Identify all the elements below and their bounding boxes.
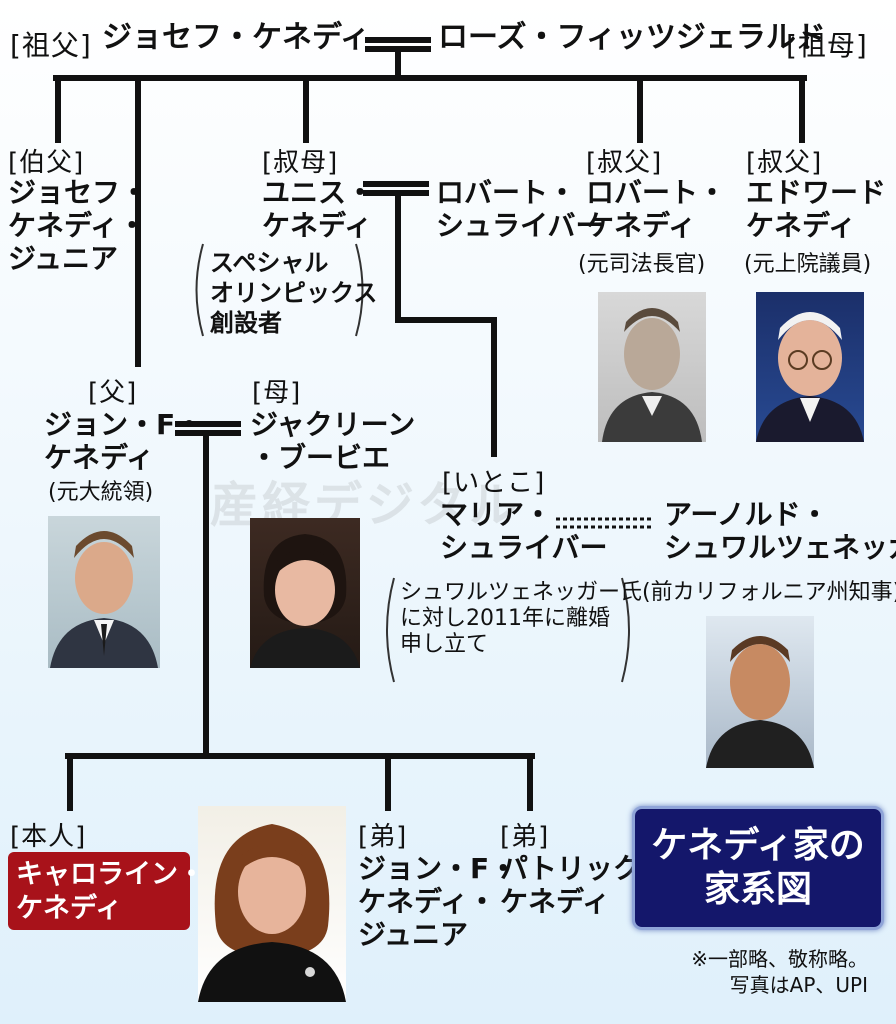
cousin-note: シュワルツェネッガー氏 に対し2011年に離婚 申し立て: [400, 580, 643, 657]
self-name: キャロライン・ ケネディ: [16, 859, 205, 924]
uncle3-note: (元上院議員): [744, 252, 872, 277]
diagram-title: ケネディ家の 家系図: [651, 825, 865, 910]
grandfather-name: ジョセフ・ケネディ: [102, 20, 370, 55]
grandmother-role: [祖母]: [786, 29, 868, 62]
cousin-note-bracket-left: [386, 577, 395, 683]
portrait-silhouette-icon: [756, 312, 864, 442]
self-name-box: キャロライン・ ケネディ: [8, 852, 205, 930]
portrait-silhouette-icon: [250, 534, 360, 668]
jacqueline-photo: [250, 518, 360, 668]
father-note: (元大統領): [48, 480, 154, 505]
brother2-role: [弟]: [500, 822, 550, 852]
cousin-spouse-note: (前カリフォルニア州知事): [642, 580, 896, 605]
grandfather-role: [祖父]: [10, 29, 92, 62]
brother1-name: ジョン・F・ ケネディ・ ジュニア: [358, 852, 518, 951]
uncle2-note: (元司法長官): [578, 252, 706, 277]
grandmother-name: ローズ・フィッツジェラルド: [438, 20, 826, 55]
portrait-silhouette-icon: [602, 308, 702, 442]
uncle1-name: ジョセフ・ ケネディ・ ジュニア: [8, 176, 149, 275]
uncle1-role: [伯父]: [8, 148, 85, 178]
aunt-note: スペシャル オリンピックス 創設者: [210, 249, 378, 337]
portrait-silhouette-icon: [198, 824, 346, 1002]
cousin-name: マリア・ シュライバー: [440, 498, 608, 564]
self-role: [本人]: [10, 822, 87, 852]
mother-role: [母]: [252, 378, 302, 408]
uncle3-name: エドワード・ ケネディ: [746, 176, 896, 242]
uncle2-role: [叔父]: [586, 148, 663, 178]
aunt-role: [叔母]: [262, 148, 339, 178]
portrait-silhouette-icon: [706, 636, 814, 768]
robert-kennedy-photo: [598, 292, 706, 442]
father-name: ジョン・F・ ケネディ: [44, 408, 204, 474]
jfk-photo: [48, 516, 160, 668]
photo-credit-note: ※一部略、敬称略。 写真はAP、UPI: [691, 947, 868, 997]
cousin-role: [いとこ]: [442, 468, 546, 498]
title-box: ケネディ家の 家系図: [632, 806, 884, 930]
brother1-role: [弟]: [358, 822, 408, 852]
aunt-note-bracket-right: [355, 243, 364, 337]
father-role: [父]: [88, 378, 138, 408]
aunt-spouse-name: ロバート・ シュライバー: [436, 176, 604, 242]
uncle2-name: ロバート・ ケネディ: [586, 176, 727, 242]
edward-kennedy-photo: [756, 292, 864, 442]
portrait-silhouette-icon: [50, 531, 158, 668]
uncle3-role: [叔父]: [746, 148, 823, 178]
aunt-name: ユニス・ ケネディ: [262, 176, 375, 242]
schwarzenegger-photo: [706, 616, 814, 768]
caroline-kennedy-photo: [198, 806, 346, 1002]
mother-name: ジャクリーン ・ブービエ: [250, 408, 416, 474]
cousin-note-bracket-right: [621, 577, 630, 683]
cousin-spouse-name: アーノルド・ シュワルツェネッガー: [664, 498, 896, 564]
aunt-note-bracket-left: [195, 243, 204, 337]
